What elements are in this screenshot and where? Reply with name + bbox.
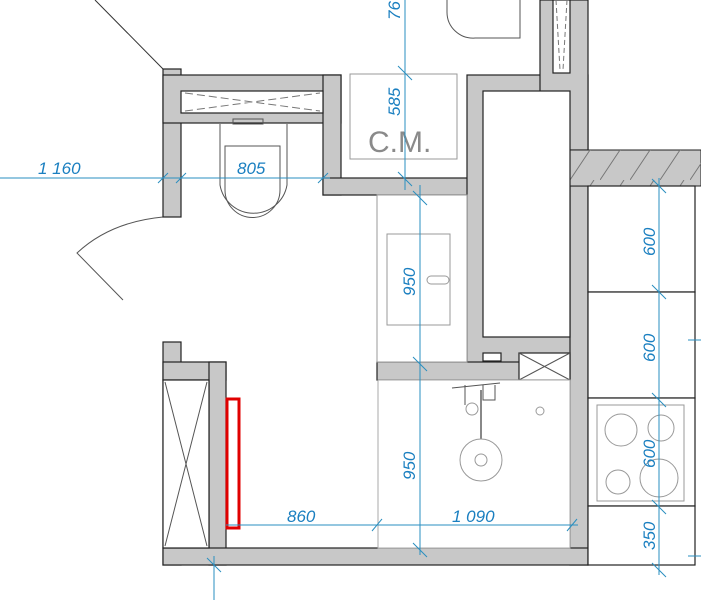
wardrobe [162,379,210,549]
dim-bottom-left: 860 [287,507,316,526]
dim-kitchen-3: 600 [640,439,659,468]
dim-kitchen-2: 600 [640,333,659,362]
dim-sink-length: 950 [400,267,419,296]
vent-box [518,352,571,381]
small-socket [482,352,502,362]
dim-toilet-width: 805 [237,159,266,178]
dim-washer-depth: 585 [385,87,404,116]
sink-counter [376,194,468,363]
vent-slot-top [552,0,571,74]
toilet-icon [219,118,288,218]
washing-machine: С.М. [349,73,458,160]
stove-icon [596,404,685,502]
vent-duct-top [180,90,324,114]
tall-cabinet [482,90,571,338]
radiator-highlight[interactable] [225,397,241,530]
shower [377,379,571,549]
door-swing-lower [76,216,164,301]
dim-bottom-right: 1 090 [452,507,495,526]
dim-kitchen-1: 600 [640,227,659,256]
dim-shower-length: 950 [400,451,419,480]
door-swing-upper [94,0,164,70]
toilet-upper-icon [446,0,521,39]
dim-left-span: 1 160 [38,159,81,178]
washer-label: С.М. [368,126,431,159]
dim-top-clipped: 76 [385,1,404,20]
dim-kitchen-4: 350 [640,521,659,550]
